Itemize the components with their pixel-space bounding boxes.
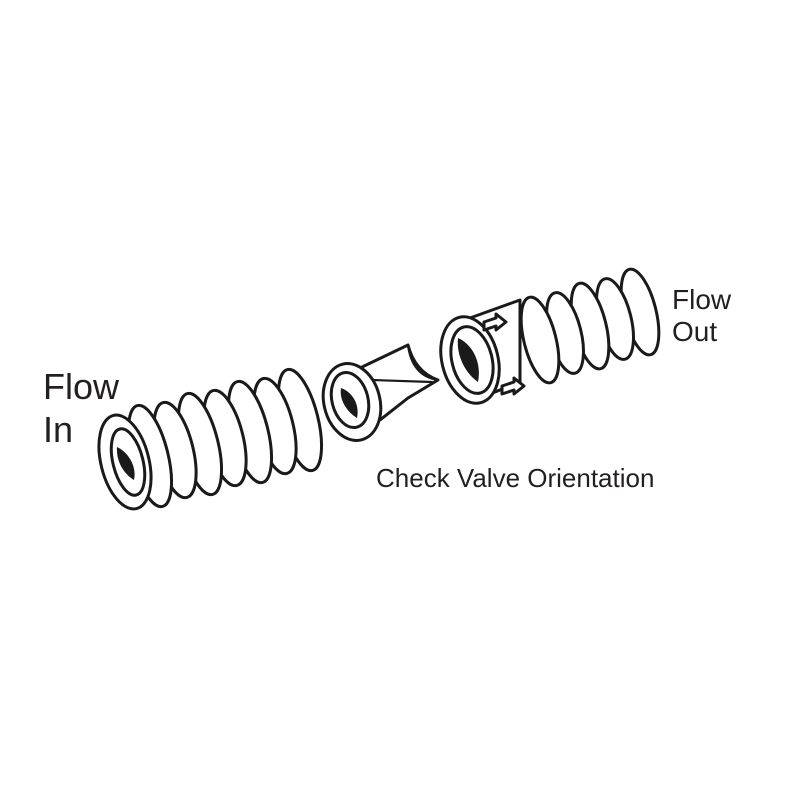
inlet-bore-shadow [116,447,135,480]
flow-out-label-line1: Flow [672,284,732,315]
diagram-caption: Check Valve Orientation [376,463,655,493]
flow-in-label-line1: Flow [43,366,120,407]
valve-cone-seam [370,378,434,384]
inlet-coupling [97,367,324,511]
outlet-ribs [519,267,661,385]
flow-arrow-lower-icon [500,376,526,396]
check-valve-insert [321,343,440,442]
outlet-housing [439,267,661,405]
valve-cone-edge [406,343,440,382]
outlet-bore-shadow [457,338,479,382]
outlet-rib-1 [519,295,561,385]
valve-bore-shadow [340,388,358,418]
flow-out-label-line2: Out [672,316,718,347]
flow-in-label-line2: In [43,409,74,450]
flow-arrow-upper-icon [482,312,508,332]
